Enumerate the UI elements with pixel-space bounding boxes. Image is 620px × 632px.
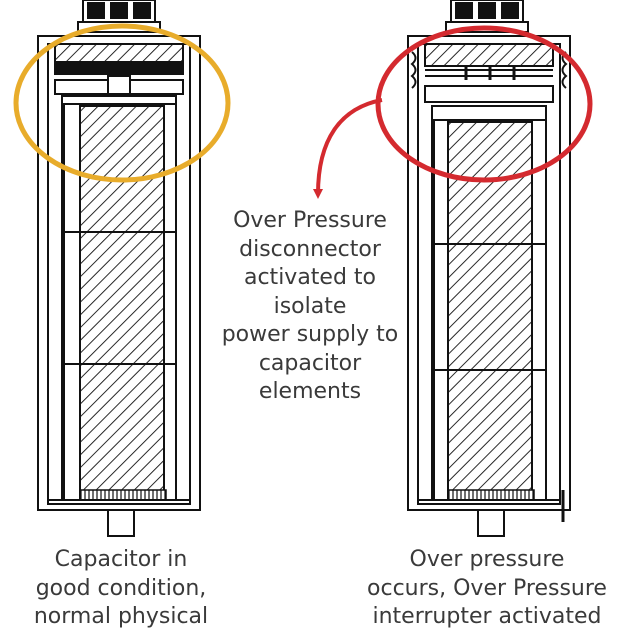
annotation-text: Over Pressure disconnector activated to … xyxy=(221,208,399,404)
right-capacitor-elements xyxy=(433,119,547,501)
left-bottom-terminal xyxy=(107,509,135,537)
left-capacitor-elements xyxy=(63,103,177,501)
right-caption: Over pressure occurs, Over Pressure inte… xyxy=(367,547,607,629)
left-capacitor xyxy=(37,0,201,537)
annotation-arrow xyxy=(313,98,383,199)
right-capacitor xyxy=(407,0,571,537)
left-disconnector-assembly xyxy=(54,43,184,105)
right-bottom-terminal xyxy=(477,509,505,537)
right-highlight-ellipse xyxy=(375,25,593,183)
right-disconnector-assembly xyxy=(410,43,568,121)
left-highlight-ellipse xyxy=(13,23,231,183)
left-caption: Capacitor in good condition, normal phys… xyxy=(33,547,209,629)
